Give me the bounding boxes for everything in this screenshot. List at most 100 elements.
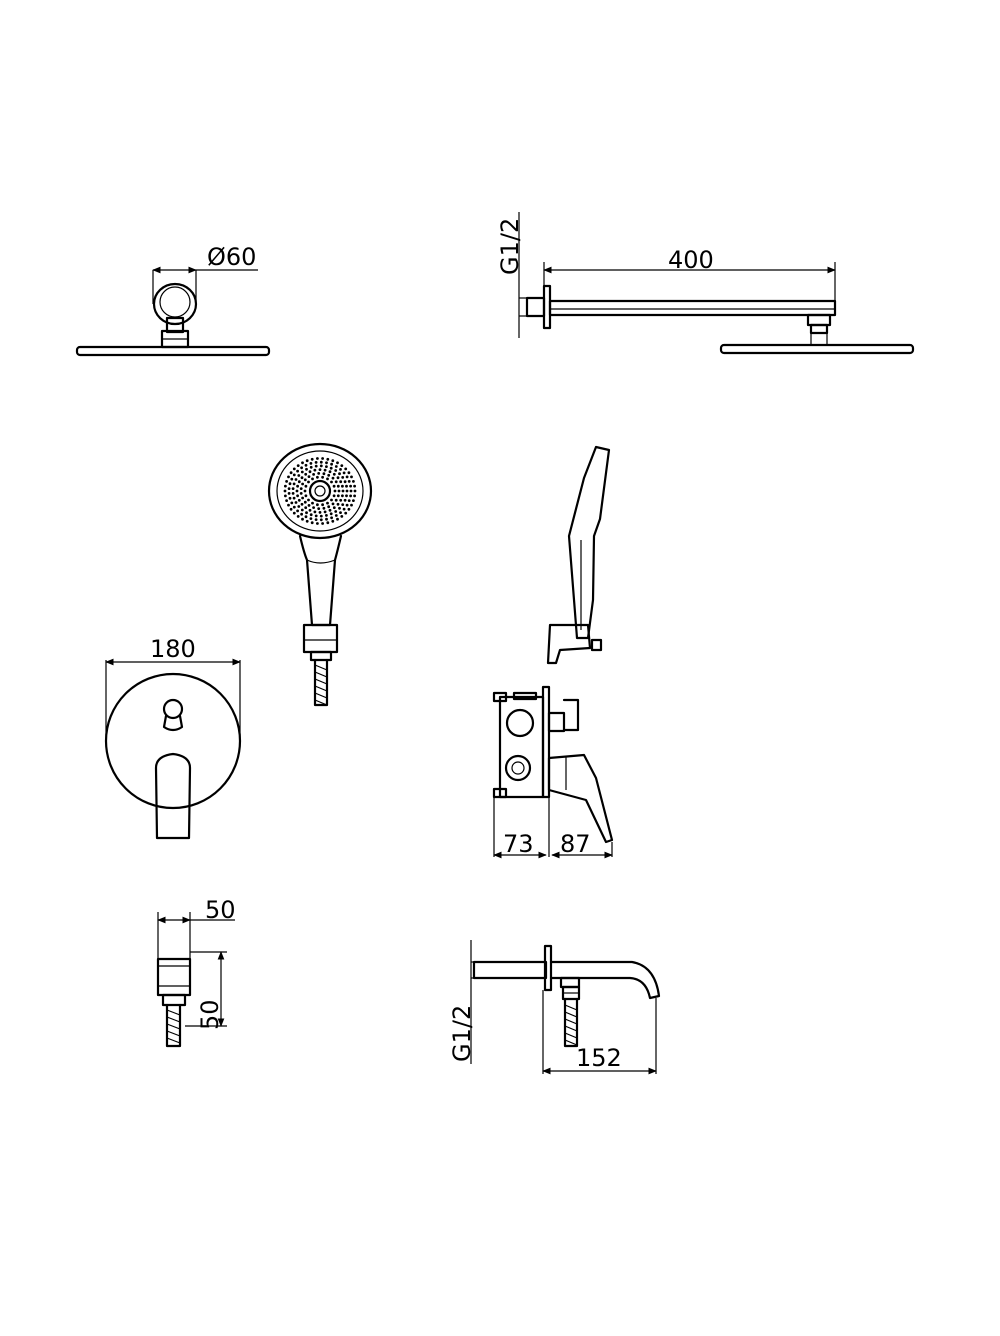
nozzle-dot <box>300 502 304 506</box>
nozzle-dot <box>336 517 339 521</box>
nozzle-dot <box>312 506 315 509</box>
nozzle-dot <box>287 503 290 507</box>
nozzle-dot <box>288 482 292 486</box>
nozzle-dot <box>305 459 309 463</box>
nozzle-dot <box>304 484 308 488</box>
nozzle-dot <box>332 506 336 510</box>
nozzle-dot <box>326 501 329 505</box>
nozzle-dot <box>299 492 303 495</box>
nozzle-dot <box>334 510 338 513</box>
nozzle-dot <box>300 512 303 516</box>
nozzle-dot <box>330 462 333 466</box>
nozzle-dot <box>307 480 310 484</box>
nozzle-dot <box>317 472 321 475</box>
outlet-width-label: 50 <box>205 896 236 924</box>
nozzle-dot <box>283 489 287 493</box>
nozzle-dot <box>336 461 339 465</box>
nozzle-dot <box>318 511 322 514</box>
shower-head-front-view: Ø60 <box>75 243 271 357</box>
nozzle-dot <box>345 484 348 488</box>
nozzle-dot <box>291 487 295 490</box>
nozzle-dot <box>303 489 307 493</box>
nozzle-dot <box>292 473 296 477</box>
nozzle-dot <box>319 464 323 468</box>
nozzle-dot <box>319 460 323 464</box>
nozzle-dot <box>336 484 340 488</box>
arm-thread-label: G1/2 <box>496 218 524 275</box>
nozzle-dot <box>292 511 296 515</box>
nozzle-dot <box>305 467 308 471</box>
nozzle-dot <box>300 476 304 480</box>
nozzle-dot <box>334 514 338 517</box>
nozzle-dot <box>299 487 303 490</box>
nozzle-dot <box>284 494 287 498</box>
nozzle-dot <box>349 484 352 488</box>
nozzle-dot <box>325 465 328 468</box>
nozzle-dot <box>303 478 307 482</box>
nozzle-dot <box>329 512 333 516</box>
mixer-plate-front-view: 180 <box>104 635 242 840</box>
nozzle-dot <box>321 503 324 507</box>
nozzle-dot <box>289 471 293 475</box>
nozzle-dot <box>297 474 301 477</box>
nozzle-dot <box>319 514 323 518</box>
nozzle-dot <box>339 480 343 484</box>
nozzle-dot <box>291 492 295 495</box>
shower-arm-side-view: 400 G1/2 <box>496 212 915 355</box>
nozzle-dot <box>289 507 293 511</box>
nozzle-dot <box>292 467 296 471</box>
nozzle-dot <box>312 473 315 476</box>
head-diameter-label: Ø60 <box>207 243 256 271</box>
nozzle-dot <box>290 501 294 505</box>
nozzle-dot <box>316 503 319 507</box>
nozzle-dot <box>353 484 356 488</box>
nozzle-dot <box>310 521 314 525</box>
nozzle-dot <box>310 457 314 461</box>
nozzle-dot <box>290 477 294 481</box>
nozzle-dot <box>321 522 324 525</box>
nozzle-dot <box>331 459 335 463</box>
nozzle-dot <box>309 462 313 465</box>
nozzle-dot <box>307 475 311 478</box>
nozzle-dot <box>284 484 287 488</box>
nozzle-dot <box>328 470 332 474</box>
nozzle-dot <box>342 471 346 475</box>
nozzle-dot <box>323 510 327 514</box>
nozzle-dot <box>313 468 317 472</box>
nozzle-dot <box>311 501 314 505</box>
handle-depth-label: 87 <box>560 830 591 858</box>
nozzle-dot <box>303 500 307 504</box>
nozzle-dot <box>287 475 290 479</box>
nozzle-dot <box>339 511 342 514</box>
nozzle-dot <box>319 518 323 522</box>
nozzle-dot <box>304 472 308 476</box>
nozzle-dot <box>314 514 318 518</box>
nozzle-dot <box>345 489 349 493</box>
nozzle-dot <box>288 496 292 500</box>
nozzle-dot <box>328 508 332 512</box>
hand-shower-side-view <box>546 445 611 665</box>
nozzle-dot <box>309 517 313 520</box>
nozzle-dot <box>329 466 333 470</box>
nozzle-dot <box>339 498 343 502</box>
nozzle-dot <box>345 494 348 498</box>
mixer-side-view: 73 87 <box>492 685 614 859</box>
outlet-height-label: 50 <box>196 999 224 1030</box>
spout-length-label: 152 <box>576 1044 622 1072</box>
nozzle-dot <box>318 468 322 471</box>
nozzle-dot <box>341 484 344 488</box>
bath-spout: G1/2 152 <box>448 940 661 1075</box>
nozzle-dot <box>347 471 351 475</box>
nozzle-dot <box>323 468 327 472</box>
nozzle-dot <box>345 503 349 507</box>
nozzle-dot <box>296 484 299 488</box>
nozzle-dot <box>304 506 308 510</box>
nozzle-dot <box>333 489 337 493</box>
nozzle-dot <box>287 492 291 495</box>
nozzle-dot <box>326 457 330 461</box>
nozzle-dot <box>345 475 349 479</box>
nozzle-dot <box>341 489 345 493</box>
nozzle-dot <box>349 494 352 498</box>
nozzle-dot <box>308 470 312 474</box>
